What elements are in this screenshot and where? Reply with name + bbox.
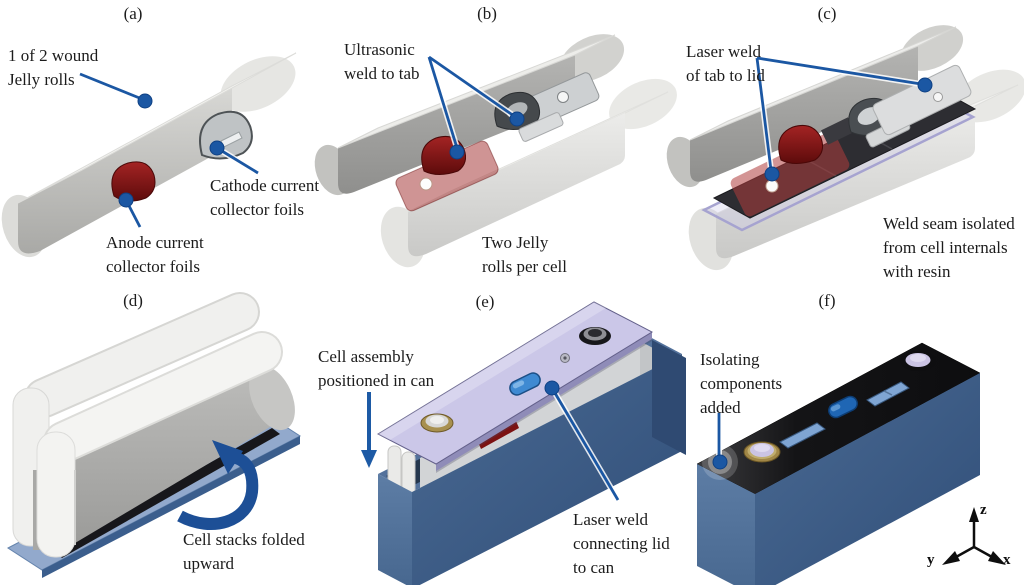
front-roll-front-face: [408, 113, 625, 257]
leader-dot: [137, 93, 153, 109]
tab-hole: [419, 177, 433, 191]
front-roll-front-face: [716, 106, 975, 259]
can-left-end: [697, 464, 755, 585]
jelly-roll-right-cap: [220, 56, 296, 112]
axis-y-label: y: [927, 552, 935, 568]
leader-dot: [509, 111, 525, 127]
anode-tab: [111, 161, 156, 202]
panel-b-letter: (b): [477, 4, 497, 23]
fill-port: [560, 353, 570, 363]
leader-dot: [917, 77, 933, 93]
leader-dot: [209, 140, 225, 156]
front-cell-stack: [36, 331, 295, 558]
panel-b-leaders: [426, 54, 525, 160]
fold-arrow: [177, 440, 259, 530]
axis-z-label: z: [980, 502, 987, 518]
panel-a-letter: (a): [123, 4, 143, 23]
leader-dot: [449, 144, 465, 160]
tab-hole: [557, 91, 569, 103]
anode-curved-tab: [778, 124, 823, 164]
panel-f-leader: [702, 413, 738, 480]
leader-dot: [712, 454, 728, 470]
base-plate-edge: [42, 436, 300, 578]
annotation-jelly-rolls: 1 of 2 wound Jelly rolls: [8, 46, 99, 89]
panel-e-letter: (e): [475, 292, 495, 311]
axis-x-label: x: [1003, 552, 1011, 568]
can-left-end: [378, 474, 412, 585]
back-roll-front-face: [690, 46, 918, 182]
insertion-arrow: [361, 392, 377, 468]
panel-c-art: [666, 25, 1024, 271]
annotation-laser-weld-tab: Laser weld of tab to lid: [686, 42, 765, 85]
can-front-face: [755, 373, 980, 585]
can-right-end: [652, 340, 686, 455]
cathode-side-parts: [821, 64, 972, 148]
leader-dot: [118, 192, 134, 208]
tab-hole: [765, 179, 779, 193]
panel-c-leaders: [754, 55, 933, 182]
panel-e-leader: [544, 380, 621, 502]
annotation-ultrasonic-weld: Ultrasonic weld to tab: [344, 40, 420, 83]
vent: [828, 395, 858, 419]
back-roll-top-face: [689, 26, 957, 141]
annotation-laser-weld-lid: Laser weld connecting lid to can: [573, 510, 670, 577]
positive-terminal: [900, 351, 936, 371]
leader-dot: [764, 166, 780, 182]
annotation-cell-stacks-folded: Cell stacks folded upward: [183, 530, 305, 573]
panel-a-art: [1, 52, 297, 258]
annotation-anode: Anode current collector foils: [106, 233, 204, 276]
annotation-isolating-components: Isolating components added: [700, 350, 783, 417]
positive-terminal: [579, 327, 611, 345]
panel-d-letter: (d): [123, 291, 143, 310]
negative-terminal: [420, 413, 454, 433]
vent: [509, 372, 541, 396]
lid-highlight: [378, 302, 606, 440]
lid-edge: [436, 332, 652, 471]
axes-triad-icon: [942, 507, 1006, 565]
annotation-cell-assembly: Cell assembly positioned in can: [318, 347, 435, 390]
back-roll-front-face: [338, 55, 575, 194]
panel-c-letter: (c): [817, 4, 837, 23]
panel-e-art: [361, 301, 686, 585]
panel-f-letter: (f): [818, 291, 836, 310]
anode-sliver: [478, 421, 519, 449]
anode-side-parts: [730, 124, 850, 217]
panel-a-leaders: [78, 71, 260, 229]
negative-terminal: [743, 441, 781, 463]
front-face: [60, 369, 270, 552]
panel-d-art: [7, 292, 301, 578]
annotation-cathode: Cathode current collector foils: [210, 176, 320, 219]
back-roll-right-cap: [559, 34, 625, 82]
panel-b-art: [314, 34, 677, 268]
annotation-weld-seam-resin: Weld seam isolated from cell internals w…: [883, 214, 1015, 281]
isolating-pad-left: [779, 422, 826, 449]
panel-f-art: [696, 342, 1006, 585]
leader-dot: [544, 380, 560, 396]
isolating-pad-right: [866, 381, 910, 407]
can-front-face: [412, 354, 682, 585]
annotation-two-jelly-rolls: Two Jelly rolls per cell: [482, 233, 567, 276]
jelly-roll-top-face: [17, 52, 297, 204]
